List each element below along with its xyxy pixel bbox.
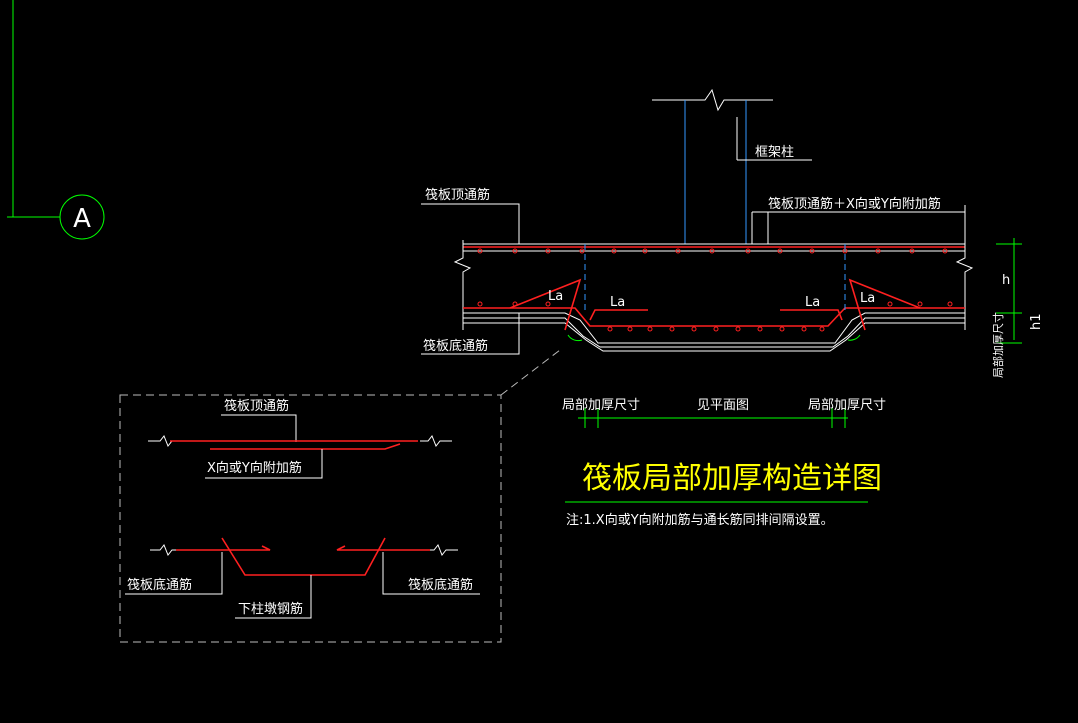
detail-bottom-right-leader <box>382 552 480 595</box>
top-through-bar-label: 筏板顶通筋 <box>425 187 490 203</box>
detail-bottom-through-bar-left-label: 筏板底通筋 <box>127 577 192 593</box>
detail-bottom-through-bar-right-label: 筏板底通筋 <box>408 577 473 593</box>
bottom-through-bar-label: 筏板底通筋 <box>423 338 488 354</box>
la-label-4: La <box>860 291 875 306</box>
thick-size-vertical-label: 局部加厚尺寸 <box>991 312 1005 378</box>
top-through-bar-leader <box>421 203 520 244</box>
local-thick-size-label-right: 局部加厚尺寸 <box>808 398 886 413</box>
dim-h-label: h <box>1002 273 1010 288</box>
detail-added-leader <box>205 449 323 479</box>
frame-column: 框架柱 <box>652 88 812 244</box>
drawing-title: 筏板局部加厚构造详图 <box>582 461 882 496</box>
drawing-note: 注:1.X向或Y向附加筋与通长筋同排间隔设置。 <box>566 512 834 528</box>
slab-labels: 筏板顶通筋 筏板顶通筋＋X向或Y向附加筋 筏板底通筋 <box>421 187 965 355</box>
detail-top-leader <box>221 414 297 442</box>
angle-mark-left <box>567 334 583 342</box>
detail-xy-added-bar-label: X向或Y向附加筋 <box>207 460 302 476</box>
raft-slab-section: La La La La <box>453 205 974 352</box>
detail-lower-pier-bar-label: 下柱墩钢筋 <box>238 601 303 617</box>
la-label-3: La <box>805 295 820 310</box>
detail-bottom-break-right <box>426 544 458 556</box>
detail-bottom-bar-right <box>336 545 430 551</box>
vertical-dimensions: h h1 局部加厚尺寸 <box>991 238 1044 378</box>
la-bar-left-1 <box>509 278 582 331</box>
la-label-2: La <box>610 295 625 310</box>
axis-bubble <box>59 194 105 240</box>
detail-pier-bar <box>221 537 386 576</box>
la-label-1: La <box>548 289 563 304</box>
slab-break-right <box>955 205 974 330</box>
axis-marker: A <box>7 0 105 240</box>
detail-added-bar <box>210 443 401 450</box>
la-bar-right-2 <box>848 278 921 331</box>
dim-h1-label: h1 <box>1029 313 1044 330</box>
title-block: 筏板局部加厚构造详图 注:1.X向或Y向附加筋与通长筋同排间隔设置。 <box>565 461 882 528</box>
top-plus-added-label: 筏板顶通筋＋X向或Y向附加筋 <box>768 196 941 212</box>
angle-mark-right <box>847 334 861 341</box>
detail-bottom-left-leader <box>125 552 223 595</box>
horizontal-dimensions: 局部加厚尺寸 见平面图 局部加厚尺寸 <box>562 398 886 428</box>
slab-bottom-line-3 <box>463 322 965 352</box>
detail-box: 筏板顶通筋 X向或Y向附加筋 筏板底通筋 筏板底通筋 下柱墩钢筋 <box>119 349 561 643</box>
slab-bottom-outline <box>463 312 965 344</box>
bottom-through-bar-leader <box>421 313 520 355</box>
detail-bottom-bar-left-end <box>225 545 271 551</box>
detail-top-break-right <box>420 435 452 447</box>
detail-frame <box>119 394 502 643</box>
column-break-line <box>652 88 773 112</box>
detail-top-through-bar-label: 筏板顶通筋 <box>224 398 289 414</box>
frame-column-label: 框架柱 <box>755 145 794 160</box>
slab-break-left <box>453 240 472 330</box>
local-thick-size-label-left: 局部加厚尺寸 <box>562 398 640 413</box>
la-bar-right-1 <box>780 309 843 321</box>
detail-pier-leader <box>235 575 312 619</box>
detail-callout-line <box>500 349 561 396</box>
bottom-rebar <box>463 307 965 327</box>
axis-bubble-label: A <box>73 204 91 234</box>
rebar-dots <box>477 248 953 332</box>
detail-bottom-break-left <box>150 544 180 556</box>
see-plan-label: 见平面图 <box>697 398 749 413</box>
la-bar-left-2 <box>589 309 648 321</box>
